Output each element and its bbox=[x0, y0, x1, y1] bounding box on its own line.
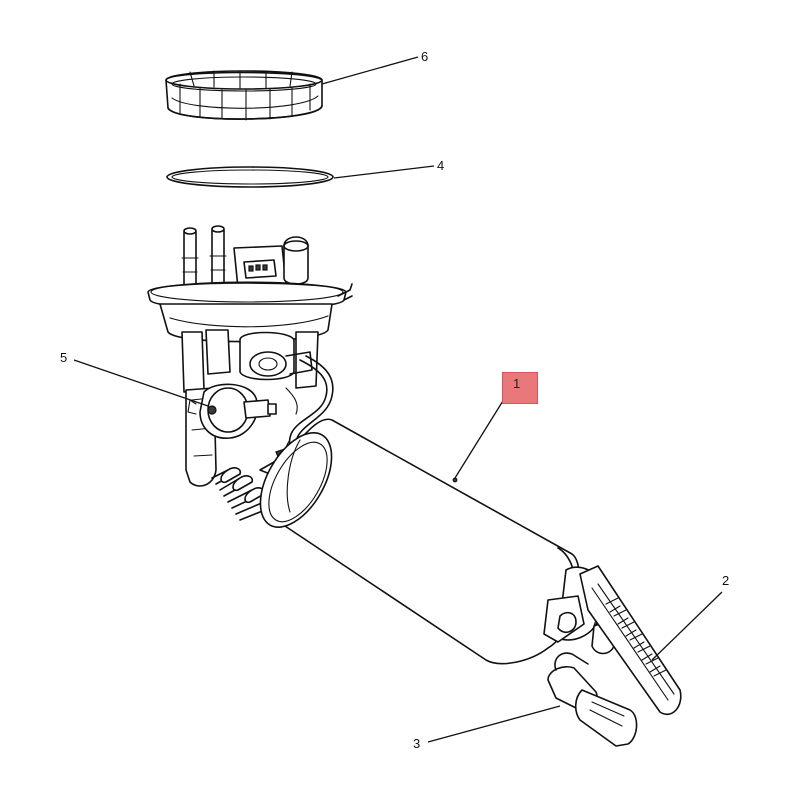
leader-line-4 bbox=[333, 165, 435, 179]
leader-line-5 bbox=[73, 359, 209, 407]
lock-ring bbox=[165, 70, 323, 121]
callout-2-label: 2 bbox=[722, 573, 730, 588]
callout-leader-lines bbox=[73, 56, 723, 743]
pump-harness-connector bbox=[547, 652, 638, 747]
leader-line-3 bbox=[427, 705, 561, 743]
leader-line-1 bbox=[454, 395, 507, 479]
callout-3-label: 3 bbox=[413, 736, 421, 751]
callout-6-label: 6 bbox=[421, 49, 429, 64]
leader-line-2 bbox=[651, 591, 723, 661]
callout-1-highlighted: 1 bbox=[502, 372, 538, 404]
callout-5-label: 5 bbox=[60, 350, 68, 365]
o-ring-seal bbox=[166, 166, 334, 188]
sender-flange-assembly bbox=[147, 225, 353, 521]
callout-1-label: 1 bbox=[513, 376, 521, 391]
leader-line-6 bbox=[321, 56, 419, 85]
fuel-pump-body bbox=[259, 418, 580, 665]
callout-4-label: 4 bbox=[437, 158, 445, 173]
fuel-strainer bbox=[579, 565, 682, 715]
